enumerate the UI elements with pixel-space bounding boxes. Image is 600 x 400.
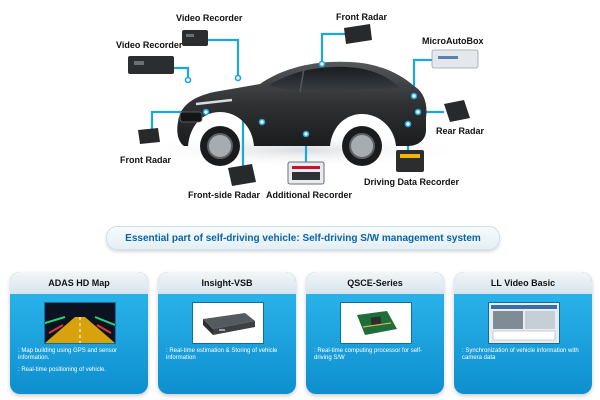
card-header: LL Video Basic xyxy=(454,272,592,294)
car-pillar xyxy=(299,67,305,93)
card-description: : Real-time computing processor for self… xyxy=(314,348,438,367)
node-video-recorder-top xyxy=(234,74,242,82)
qsce-board-graphic xyxy=(341,303,411,343)
device-video-recorder-top xyxy=(182,30,208,46)
vehicle-sensor-diagram: Video Recorder Video Recorder Front Rada… xyxy=(116,12,485,200)
connector-nodes xyxy=(184,60,422,138)
node-front-side-radar xyxy=(258,118,266,126)
hd-map-graphic xyxy=(45,303,115,343)
node-video-recorder-left xyxy=(184,76,192,84)
label-video-recorder-left: Video Recorder xyxy=(116,40,183,50)
card-title: QSCE-Series xyxy=(347,278,403,288)
device-additional-recorder xyxy=(287,161,325,185)
car-rear-rim xyxy=(349,133,375,159)
device-front-radar-top xyxy=(344,24,372,44)
card-desc-line: : Map building using GPS and sensor info… xyxy=(18,348,118,361)
device-video-recorder-left xyxy=(128,56,174,74)
label-rear-radar: Rear Radar xyxy=(436,126,485,136)
card-title: ADAS HD Map xyxy=(48,278,110,288)
insight-vsb-image xyxy=(192,302,264,344)
connector-front-radar-top xyxy=(320,32,345,64)
card-description: : Synchronization of vehicle information… xyxy=(462,348,586,367)
banner-text: Essential part of self-driving vehicle: … xyxy=(125,232,481,244)
card-header: ADAS HD Map xyxy=(10,272,148,294)
connector-video-recorder-top xyxy=(207,38,240,78)
card-adas-hd-map[interactable]: ADAS HD Map : Map building using GPS and… xyxy=(10,272,148,394)
label-video-recorder-top: Video Recorder xyxy=(176,13,243,23)
node-micro-autobox xyxy=(410,92,418,100)
label-micro-autobox: MicroAutoBox xyxy=(422,36,484,46)
label-driving-data-recorder: Driving Data Recorder xyxy=(364,177,460,187)
node-rear-radar xyxy=(414,108,422,116)
card-insight-vsb[interactable]: Insight-VSB : Real-time estimation & Sto… xyxy=(158,272,296,394)
device-front-radar-left xyxy=(138,128,160,144)
adas-hd-map-image xyxy=(44,302,116,344)
node-front-radar-left xyxy=(202,108,210,116)
card-description: : Map building using GPS and sensor info… xyxy=(18,348,142,379)
card-desc-line: : Synchronization of vehicle information… xyxy=(462,348,579,361)
label-front-radar-left: Front Radar xyxy=(120,155,172,165)
card-desc-line: : Real-time positioning of vehicle. xyxy=(18,367,107,373)
car-grille xyxy=(179,111,203,123)
video-software-graphic xyxy=(489,303,559,343)
card-header: Insight-VSB xyxy=(158,272,296,294)
car-headlight xyxy=(195,98,233,106)
node-front-radar-top xyxy=(318,60,326,68)
card-ll-video-basic[interactable]: LL Video Basic : Synchronization of vehi… xyxy=(454,272,592,394)
card-qsce-series[interactable]: QSCE-Series : Real-time computing proces… xyxy=(306,272,444,394)
ll-video-basic-image xyxy=(488,302,560,344)
label-front-side-radar: Front-side Radar xyxy=(188,190,261,200)
system-banner: Essential part of self-driving vehicle: … xyxy=(106,226,500,250)
device-rear-radar xyxy=(444,100,470,122)
qsce-series-image xyxy=(340,302,412,344)
vsb-device-graphic xyxy=(193,303,263,343)
connector-micro-autobox xyxy=(412,58,432,96)
car-illustration xyxy=(177,61,427,166)
vehicle-sensor-diagram-svg xyxy=(128,24,479,186)
card-desc-line: : Real-time computing processor for self… xyxy=(314,348,423,361)
node-additional-recorder xyxy=(302,130,310,138)
node-driving-data-recorder xyxy=(404,120,412,128)
card-desc-line: : Real-time estimation & Storing of vehi… xyxy=(166,348,278,361)
connector-video-recorder-left xyxy=(174,66,190,80)
device-driving-data-recorder xyxy=(396,150,424,172)
car-front-rim xyxy=(207,133,233,159)
device-front-side-radar xyxy=(228,164,256,186)
card-title: LL Video Basic xyxy=(490,278,556,288)
device-micro-autobox xyxy=(431,49,479,69)
label-additional-recorder: Additional Recorder xyxy=(266,190,353,200)
label-front-radar-top: Front Radar xyxy=(336,12,388,22)
card-title: Insight-VSB xyxy=(201,278,253,288)
card-description: : Real-time estimation & Storing of vehi… xyxy=(166,348,290,367)
card-header: QSCE-Series xyxy=(306,272,444,294)
